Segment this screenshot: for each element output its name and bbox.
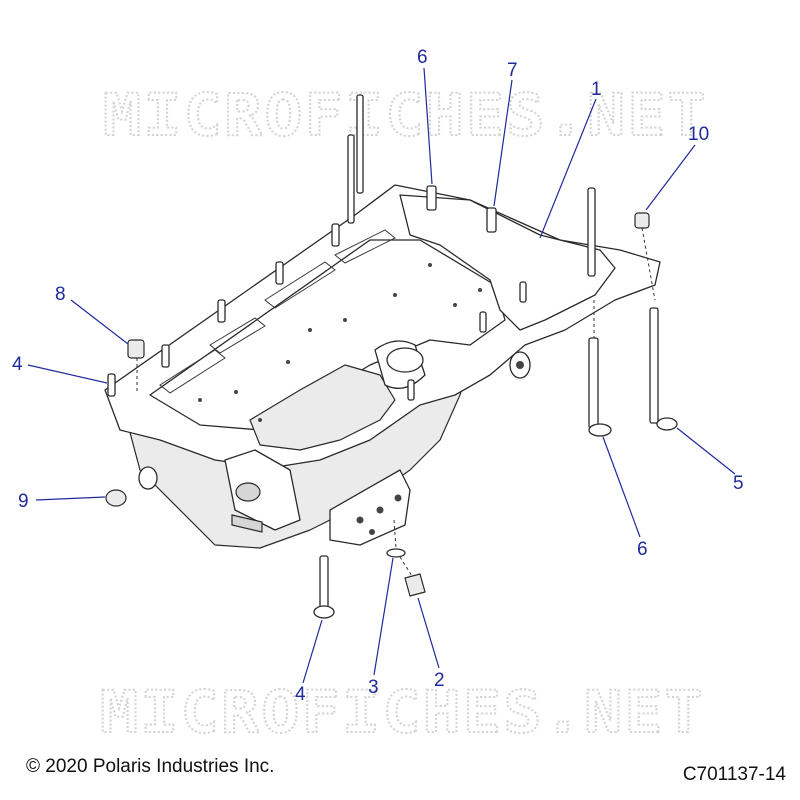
svg-text:10: 10 [688,124,709,145]
svg-text:5: 5 [733,473,744,494]
plug-9 [105,489,127,507]
oil-pan [104,184,661,549]
callout-1[interactable]: 1 [539,79,602,239]
svg-text:4: 4 [295,684,306,705]
bolt-5 [649,307,659,424]
drawing-number: C701137-14 [682,764,786,785]
callout-8[interactable]: 8 [55,284,129,345]
washer-3 [386,548,406,558]
drain-plug-2 [404,573,426,597]
callout-6-right[interactable]: 6 [602,436,648,560]
callouts: 1 2 3 4 4 5 6 6 [12,47,744,705]
callout-9[interactable]: 9 [18,491,106,512]
copyright-notice: © 2020 Polaris Industries Inc. [26,756,275,777]
callout-3[interactable]: 3 [368,557,394,698]
svg-text:7: 7 [507,60,518,81]
watermark-bottom: MICROFICHES.NET [100,678,705,746]
bolt-6-right [588,337,599,429]
callout-10[interactable]: 10 [645,124,709,211]
svg-text:4: 4 [12,354,23,375]
svg-text:6: 6 [417,47,428,68]
callout-6-top[interactable]: 6 [417,47,433,185]
callout-7[interactable]: 7 [493,60,518,207]
svg-text:2: 2 [434,670,445,691]
dowel-8 [127,339,145,359]
callout-4-left[interactable]: 4 [12,354,108,384]
svg-text:3: 3 [368,677,379,698]
watermark-top: MICROFICHES.NET [103,81,708,149]
callout-2[interactable]: 2 [417,597,445,691]
callout-5[interactable]: 5 [676,427,744,494]
flange-studs [107,94,596,401]
svg-text:1: 1 [591,79,602,100]
svg-text:8: 8 [55,284,66,305]
dowel-10 [634,212,650,229]
alignment-lines [136,227,656,577]
svg-text:6: 6 [637,539,648,560]
svg-text:9: 9 [18,491,29,512]
hardware-parts [105,212,678,619]
bolt-4-bottom [319,555,329,613]
callout-4-bottom[interactable]: 4 [295,619,323,705]
